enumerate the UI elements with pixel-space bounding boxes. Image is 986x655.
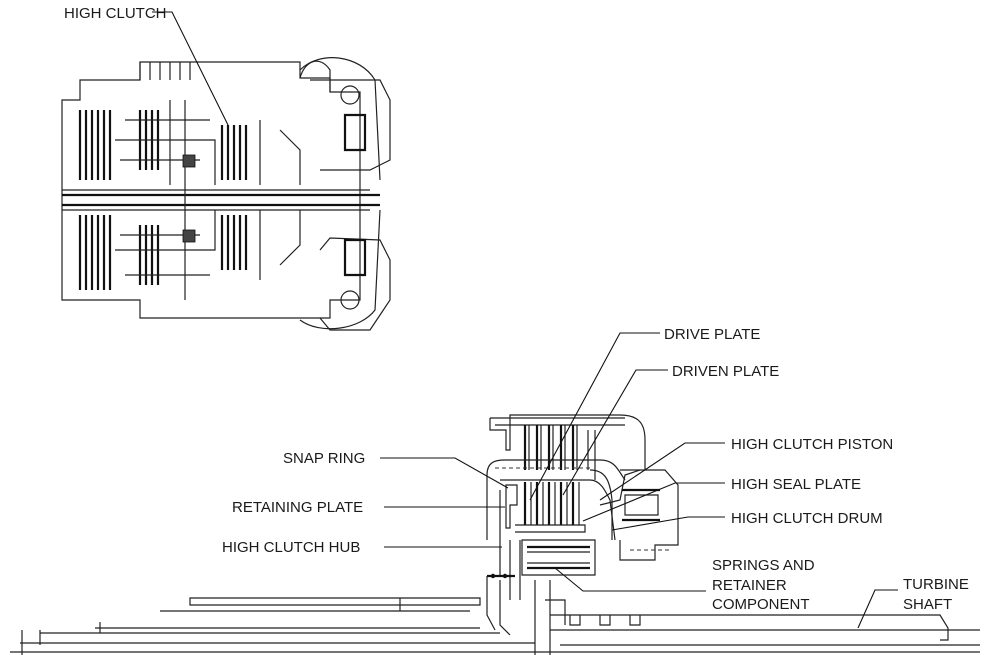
label-drive-plate: DRIVE PLATE [664, 326, 760, 343]
clutch-packs-overview [78, 110, 248, 290]
label-high-seal-plate: HIGH SEAL PLATE [731, 476, 861, 493]
label-turbine-line1: TURBINE [903, 576, 969, 593]
label-driven-plate: DRIVEN PLATE [672, 363, 779, 380]
clutch-pack-detail [505, 482, 586, 533]
label-turbine-line2: SHAFT [903, 596, 952, 613]
label-high-clutch-hub: HIGH CLUTCH HUB [222, 539, 360, 556]
label-springs-line3: COMPONENT [712, 596, 810, 613]
label-snap-ring: SNAP RING [283, 450, 365, 467]
label-high-clutch-piston: HIGH CLUTCH PISTON [731, 436, 893, 453]
label-high-clutch-drum: HIGH CLUTCH DRUM [731, 510, 883, 527]
high-clutch-callout: HIGH CLUTCH [64, 5, 229, 126]
label-springs-line2: RETAINER [712, 577, 787, 594]
label-springs-line1: SPRINGS AND [712, 557, 815, 574]
label-high-clutch: HIGH CLUTCH [64, 5, 167, 22]
label-retaining-plate: RETAINING PLATE [232, 499, 363, 516]
springs-retainer-detail [521, 539, 596, 576]
transmission-overview-drawing [61, 57, 391, 331]
callouts-left: SNAP RING RETAINING PLATE HIGH CLUTCH HU… [222, 450, 509, 556]
callouts-right: DRIVE PLATE DRIVEN PLATE HIGH CLUTCH PIS… [529, 326, 969, 629]
